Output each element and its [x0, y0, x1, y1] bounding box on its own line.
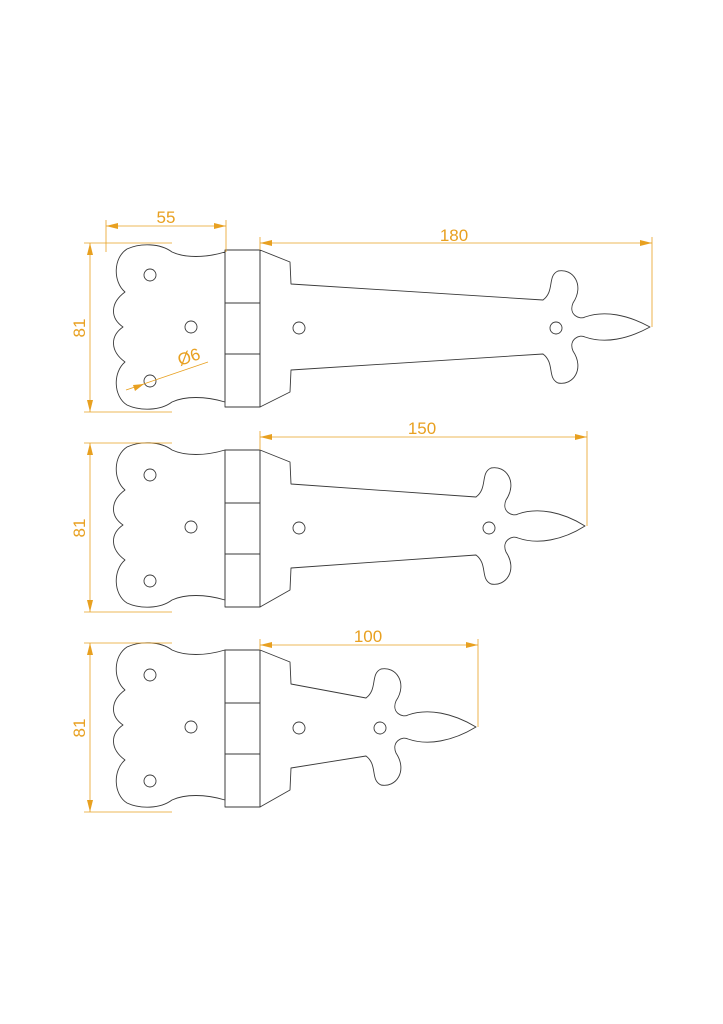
mounting-hole [549, 321, 563, 335]
hinge-medium-leaf-outline [113, 442, 226, 608]
dimension-strap-length: 100 [259, 627, 479, 727]
hinge-medium: 81 150 [70, 419, 588, 613]
dimension-label: Ø6 [175, 344, 203, 369]
dimension-hole-diameter: Ø6 [125, 344, 209, 391]
dimension-arrow [106, 223, 118, 229]
dimension-arrow [87, 443, 93, 455]
hinge-small-knuckle [224, 649, 261, 808]
mounting-hole [292, 321, 306, 335]
dimension-label: 55 [157, 208, 176, 227]
mounting-hole [143, 468, 157, 482]
dimension-arrow [260, 434, 272, 440]
dimension-arrow [87, 400, 93, 412]
mounting-hole [143, 668, 157, 682]
mounting-hole [143, 374, 157, 388]
dimension-arrow [87, 643, 93, 655]
mounting-hole [482, 521, 496, 535]
mounting-hole [143, 774, 157, 788]
dimension-label: 180 [440, 226, 468, 245]
mounting-hole [184, 720, 198, 734]
hinge-small-strap-outline [259, 649, 477, 808]
dimension-label: 150 [408, 419, 436, 438]
dimension-label: 100 [354, 627, 382, 646]
hinge-small: 81 100 [70, 627, 479, 813]
dimension-label: 81 [70, 319, 89, 338]
dimension-arrow [466, 642, 478, 648]
hinge-large-leaf-outline [113, 244, 226, 410]
hinge-medium-strap-outline [259, 449, 586, 608]
dimension-height: 81 [70, 242, 172, 413]
mounting-hole [143, 574, 157, 588]
dimension-arrow [87, 800, 93, 812]
hinge-small-leaf-outline [113, 642, 226, 808]
hinge-large-strap-outline [259, 249, 651, 408]
dimension-arrow [575, 434, 587, 440]
dimension-arrow [87, 243, 93, 255]
dimension-arrow [260, 642, 272, 648]
mounting-hole [143, 268, 157, 282]
hinge-large-knuckle [224, 249, 261, 408]
dimension-arrow [640, 240, 652, 246]
hinge-medium-knuckle [224, 449, 261, 608]
dimension-label: 81 [70, 719, 89, 738]
mounting-hole [373, 721, 387, 735]
mounting-hole [292, 721, 306, 735]
hinge-large: 55 81 180 Ø6 [70, 208, 653, 413]
dimension-arrow [214, 223, 226, 229]
mounting-hole [184, 320, 198, 334]
dimension-arrow [87, 600, 93, 612]
dimension-arrow [133, 384, 144, 391]
dimension-strap-length: 150 [259, 419, 588, 526]
mounting-hole [292, 521, 306, 535]
dimension-leaf-width: 55 [105, 208, 227, 252]
mounting-hole [184, 520, 198, 534]
dimension-strap-length: 180 [259, 226, 653, 327]
dimension-height: 81 [70, 642, 172, 813]
dimension-arrow [260, 240, 272, 246]
dimension-label: 81 [70, 519, 89, 538]
dimension-height: 81 [70, 442, 172, 613]
